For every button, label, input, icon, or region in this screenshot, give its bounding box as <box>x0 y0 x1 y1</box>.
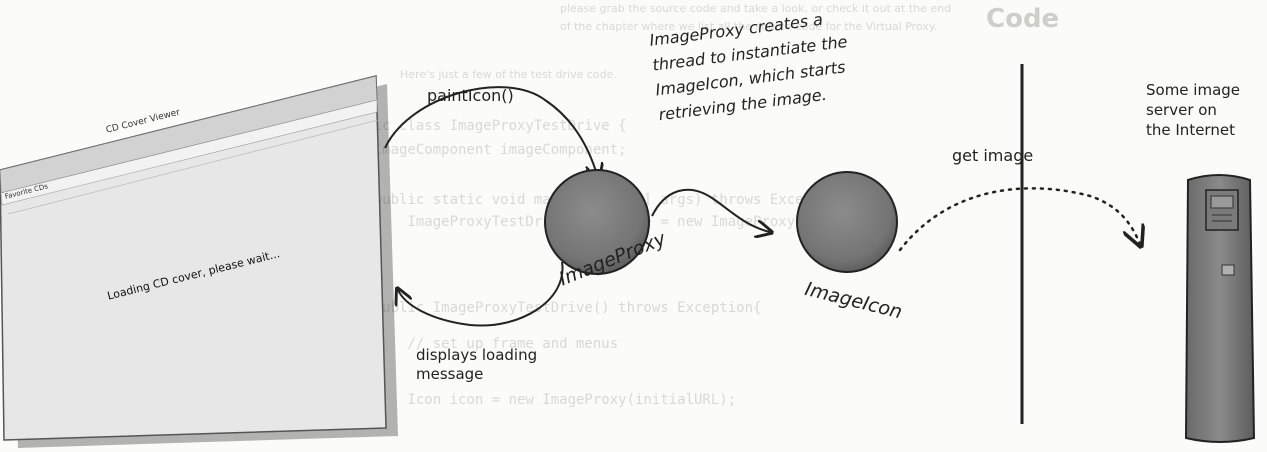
display-loading-arrow <box>398 261 564 327</box>
background-heading: Code <box>986 4 1060 34</box>
background-line: of the chapter where we list all the sou… <box>560 20 938 33</box>
image-icon-sphere <box>796 171 898 273</box>
proxy-to-icon-arrow <box>651 188 770 232</box>
paint-icon-label: paintIcon() <box>427 86 514 105</box>
background-line: Icon icon = new ImageProxy(initialURL); <box>340 392 737 408</box>
get-image-arrow <box>898 187 1140 250</box>
displays-loading-label: displays loading message <box>416 346 538 383</box>
get-image-label: get image <box>952 146 1034 165</box>
background-line: please grab the source code and take a l… <box>560 2 952 15</box>
background-line: Here's just a few of the test drive code… <box>400 68 617 81</box>
server-icon <box>1184 174 1256 443</box>
paint-icon-arrow <box>384 86 598 178</box>
background-line: // set up frame and menus <box>340 336 619 352</box>
server-caption: Some image server on the Internet <box>1146 81 1241 139</box>
image-proxy-sphere <box>544 169 650 275</box>
background-line: ImageComponent imageComponent; <box>340 142 627 158</box>
app-window-screenshot <box>0 75 398 448</box>
